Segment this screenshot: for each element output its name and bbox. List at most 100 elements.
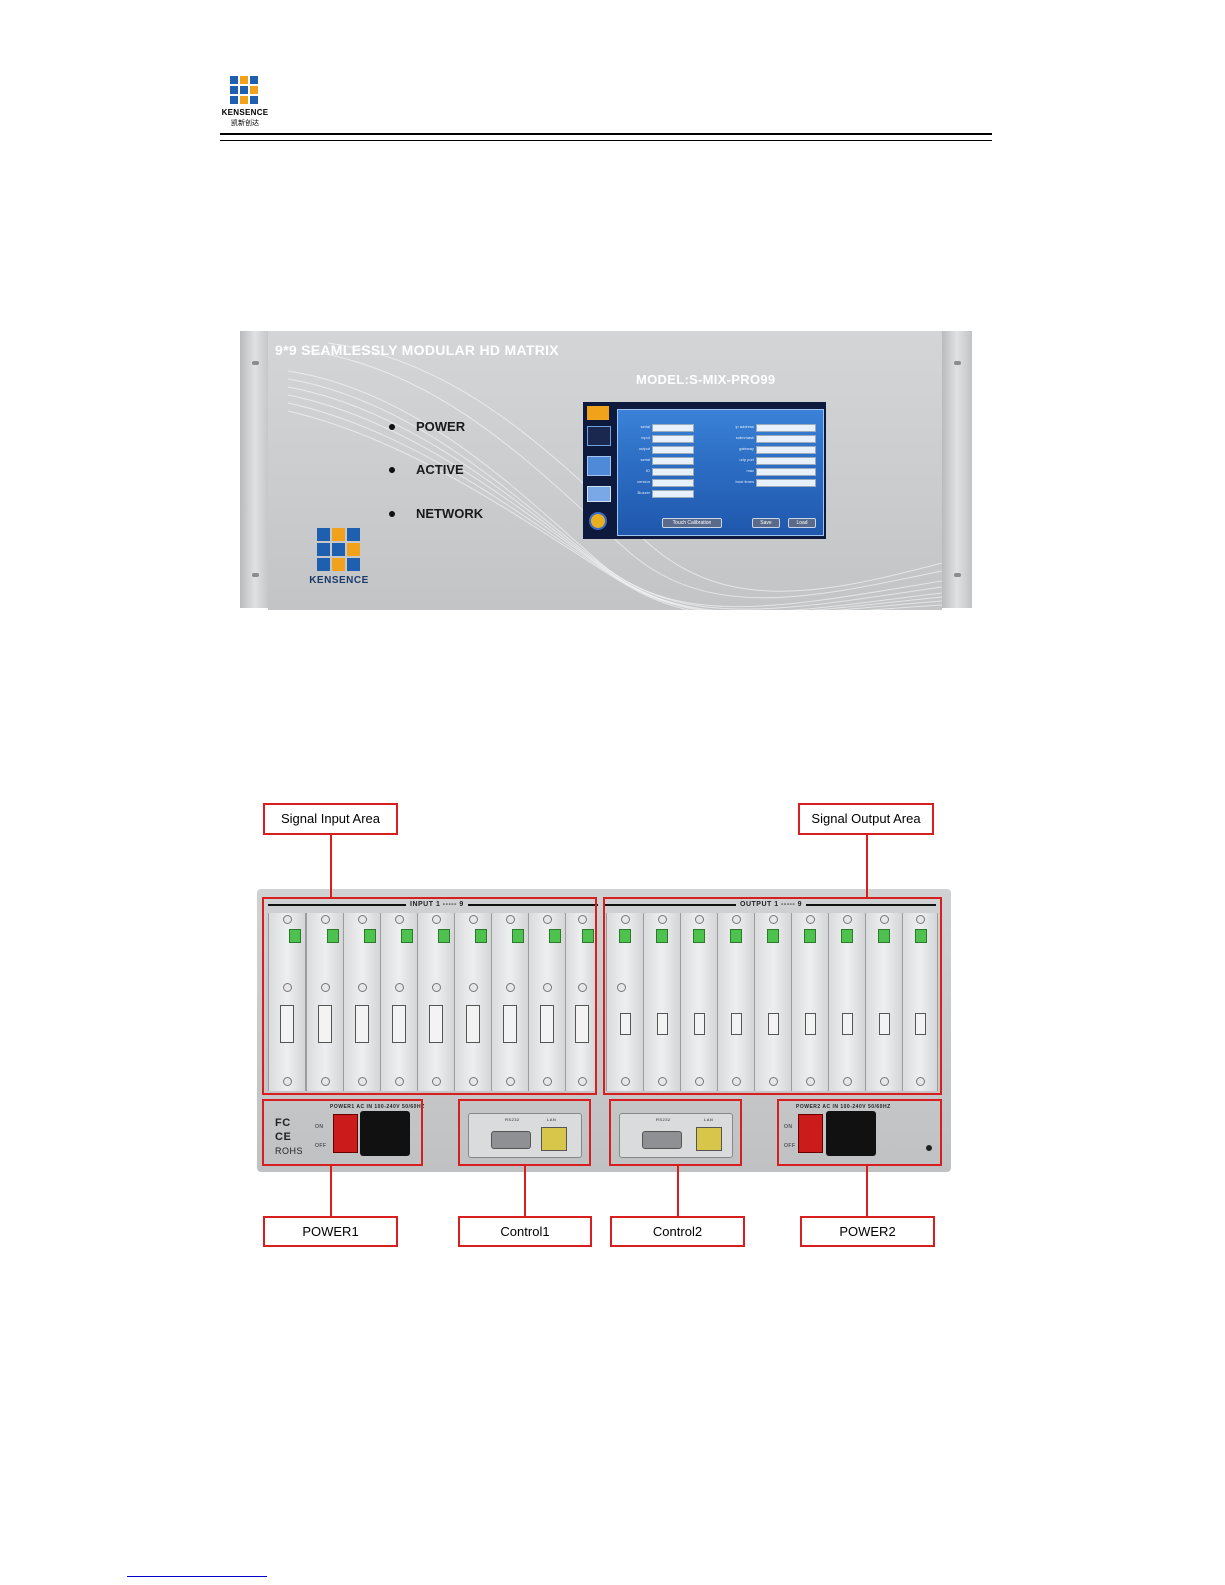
output-card	[717, 913, 755, 1091]
input-range-label: INPUT 1 ----- 9	[406, 901, 468, 908]
screen-field[interactable]	[756, 457, 816, 465]
dvi-port[interactable]	[355, 1005, 369, 1043]
dvi-port[interactable]	[503, 1005, 517, 1043]
screen-field[interactable]	[756, 424, 816, 432]
dvi-port[interactable]	[466, 1005, 480, 1043]
rs232-port[interactable]	[642, 1131, 682, 1149]
power-led-label: POWER	[416, 419, 466, 434]
power1-on-label: ON	[315, 1124, 324, 1130]
output-card	[791, 913, 829, 1091]
terminal-block	[549, 929, 561, 943]
power2-ac-inlet[interactable]	[826, 1111, 876, 1156]
brand-mark-icon	[317, 528, 360, 571]
lan-label: LAN	[704, 1117, 714, 1122]
hdmi-port[interactable]	[805, 1013, 816, 1035]
power1-leader	[330, 1166, 332, 1216]
screen-field[interactable]	[652, 435, 694, 443]
rs232-label: RS232	[656, 1117, 671, 1122]
rack-ear-left	[240, 331, 270, 608]
power2-callout: POWER2	[800, 1216, 935, 1247]
output-card	[902, 913, 938, 1091]
touch-calibration-button[interactable]: Touch Calibration	[662, 518, 722, 528]
logo-mark	[230, 76, 258, 104]
hdmi-port[interactable]	[657, 1013, 668, 1035]
rack-ear-right	[942, 331, 972, 608]
screen-logo-icon	[587, 406, 609, 420]
hdmi-port[interactable]	[842, 1013, 853, 1035]
signal-input-area-highlight	[262, 897, 597, 1095]
dvi-port[interactable]	[575, 1005, 589, 1043]
screen-field[interactable]	[652, 457, 694, 465]
power2-rating-label: POWER2 AC IN 100-240V 50/60HZ	[796, 1104, 891, 1110]
screen-label: gateway	[739, 446, 754, 451]
screen-field[interactable]	[652, 424, 694, 432]
input-card	[380, 913, 418, 1091]
hdmi-port[interactable]	[620, 1013, 631, 1035]
kensence-logo	[213, 73, 277, 129]
front-panel-title: 9*9 SEAMLESSLY MODULAR HD MATRIX	[275, 342, 559, 358]
dvi-port[interactable]	[392, 1005, 406, 1043]
hdmi-port[interactable]	[915, 1013, 926, 1035]
screen-field[interactable]	[756, 435, 816, 443]
power2-rocker-switch[interactable]	[798, 1114, 823, 1153]
save-button[interactable]: Save	[752, 518, 780, 528]
front-panel-model: MODEL:S-MIX-PRO99	[636, 372, 776, 387]
screen-field[interactable]	[756, 446, 816, 454]
screen-label: udp port	[739, 457, 754, 462]
screen-field[interactable]	[756, 468, 816, 476]
terminal-block	[289, 929, 301, 943]
front-panel-swoosh	[287, 342, 942, 610]
header-rule-top	[220, 133, 992, 135]
output-range-label: OUTPUT 1 ----- 9	[736, 901, 807, 908]
output-card	[606, 913, 644, 1091]
input-card	[417, 913, 455, 1091]
signal-output-callout: Signal Output Area	[798, 803, 934, 835]
screen-field[interactable]	[652, 490, 694, 498]
terminal-block	[512, 929, 524, 943]
hdmi-port[interactable]	[694, 1013, 705, 1035]
dvi-port[interactable]	[540, 1005, 554, 1043]
terminal-block	[693, 929, 705, 943]
signal-input-callout: Signal Input Area	[263, 803, 398, 835]
header-rule-bottom	[220, 140, 992, 141]
control1-callout: Control1	[458, 1216, 592, 1247]
hdmi-port[interactable]	[879, 1013, 890, 1035]
output-card	[754, 913, 792, 1091]
lan-label: LAN	[547, 1117, 557, 1122]
screen-nav-play-icon[interactable]	[587, 426, 611, 446]
terminal-block	[915, 929, 927, 943]
control2-leader	[677, 1166, 679, 1216]
screen-nav-gear-icon[interactable]	[589, 512, 607, 530]
rohs-mark: ROHS	[275, 1146, 304, 1156]
hdmi-port[interactable]	[731, 1013, 742, 1035]
power2-on-label: ON	[784, 1124, 793, 1130]
input-card	[491, 913, 529, 1091]
power1-highlight	[262, 1099, 423, 1166]
screen-label: version	[637, 479, 650, 484]
screen-field[interactable]	[652, 479, 694, 487]
terminal-block	[401, 929, 413, 943]
screen-field[interactable]	[652, 446, 694, 454]
screen-field[interactable]	[756, 479, 816, 487]
dvi-port[interactable]	[280, 1005, 294, 1043]
power1-off-label: OFF	[315, 1143, 327, 1149]
dvi-port[interactable]	[318, 1005, 332, 1043]
dvi-port[interactable]	[429, 1005, 443, 1043]
input-card	[343, 913, 381, 1091]
lan-port[interactable]	[696, 1127, 722, 1151]
power2-leader	[866, 1166, 868, 1216]
rs232-port[interactable]	[491, 1131, 531, 1149]
power1-ac-inlet[interactable]	[360, 1111, 410, 1156]
screen-nav-globe-icon[interactable]	[587, 456, 611, 476]
screen-field[interactable]	[652, 468, 694, 476]
power1-rocker-switch[interactable]	[333, 1114, 358, 1153]
terminal-block	[438, 929, 450, 943]
rs232-label: RS232	[505, 1117, 520, 1122]
lan-port[interactable]	[541, 1127, 567, 1151]
screen-label: ID	[646, 468, 650, 473]
screen-nav-monitor-icon[interactable]	[587, 486, 611, 502]
input-card	[268, 913, 306, 1091]
load-button[interactable]: Load	[788, 518, 816, 528]
hdmi-port[interactable]	[768, 1013, 779, 1035]
terminal-block	[767, 929, 779, 943]
